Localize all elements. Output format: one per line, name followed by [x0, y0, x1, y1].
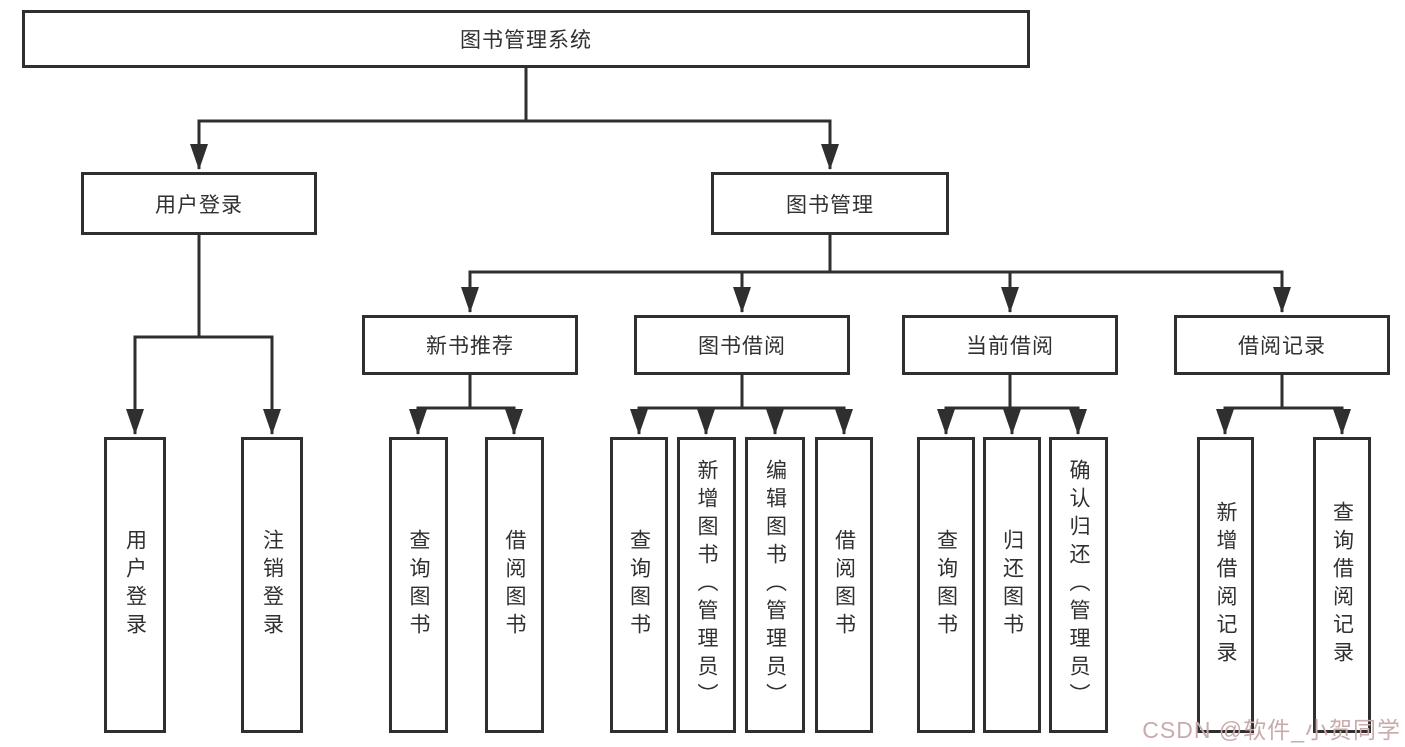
node-book-management: 图书管理	[711, 172, 949, 235]
leaf-query-borrow-record: 查询借阅记录	[1313, 437, 1371, 733]
leaf-edit-book-admin: 编辑图书（管理员）	[745, 437, 805, 733]
leaf-user-login: 用户登录	[104, 437, 166, 733]
leaf-borrow-books-2: 借阅图书	[815, 437, 873, 733]
leaf-add-book-admin: 新增图书（管理员）	[677, 437, 736, 733]
leaf-query-books-2: 查询图书	[610, 437, 668, 733]
leaf-confirm-return-admin-label: 确认归还（管理员）	[1067, 459, 1090, 711]
node-borrowing-records-label: 借阅记录	[1238, 335, 1326, 358]
leaf-add-borrow-record: 新增借阅记录	[1197, 437, 1254, 733]
leaf-query-books-1-label: 查询图书	[407, 529, 430, 641]
node-root: 图书管理系统	[22, 10, 1030, 68]
leaf-query-books-3-label: 查询图书	[934, 529, 958, 641]
node-book-borrowing: 图书借阅	[634, 315, 850, 375]
node-current-borrowing: 当前借阅	[902, 315, 1118, 375]
leaf-add-borrow-record-label: 新增借阅记录	[1214, 501, 1237, 669]
node-new-book-recommend-label: 新书推荐	[426, 335, 514, 358]
node-new-book-recommend: 新书推荐	[362, 315, 578, 375]
leaf-confirm-return-admin: 确认归还（管理员）	[1049, 437, 1108, 733]
node-book-management-label: 图书管理	[786, 193, 874, 217]
leaf-add-book-admin-label: 新增图书（管理员）	[695, 459, 718, 711]
leaf-borrow-books-2-label: 借阅图书	[832, 529, 856, 641]
leaf-edit-book-admin-label: 编辑图书（管理员）	[763, 459, 787, 711]
leaf-return-book-label: 归还图书	[1000, 529, 1024, 641]
node-borrowing-records: 借阅记录	[1174, 315, 1390, 375]
connector-lines	[126, 68, 1351, 435]
watermark: CSDN @软件_小贺同学	[1142, 717, 1401, 743]
node-user-login: 用户登录	[81, 172, 317, 235]
leaf-query-books-3: 查询图书	[917, 437, 975, 733]
node-current-borrowing-label: 当前借阅	[966, 335, 1054, 358]
leaf-query-books-1: 查询图书	[389, 437, 448, 733]
leaf-query-books-2-label: 查询图书	[627, 529, 651, 641]
leaf-logout-label: 注销登录	[260, 529, 284, 641]
leaf-borrow-books-1-label: 借阅图书	[503, 529, 526, 641]
leaf-borrow-books-1: 借阅图书	[485, 437, 544, 733]
leaf-query-borrow-record-label: 查询借阅记录	[1330, 501, 1354, 669]
node-root-label: 图书管理系统	[460, 29, 592, 52]
node-book-borrowing-label: 图书借阅	[698, 335, 786, 358]
node-user-login-label: 用户登录	[155, 193, 243, 217]
leaf-user-login-label: 用户登录	[123, 529, 147, 641]
leaf-return-book: 归还图书	[983, 437, 1041, 733]
leaf-logout: 注销登录	[241, 437, 303, 733]
